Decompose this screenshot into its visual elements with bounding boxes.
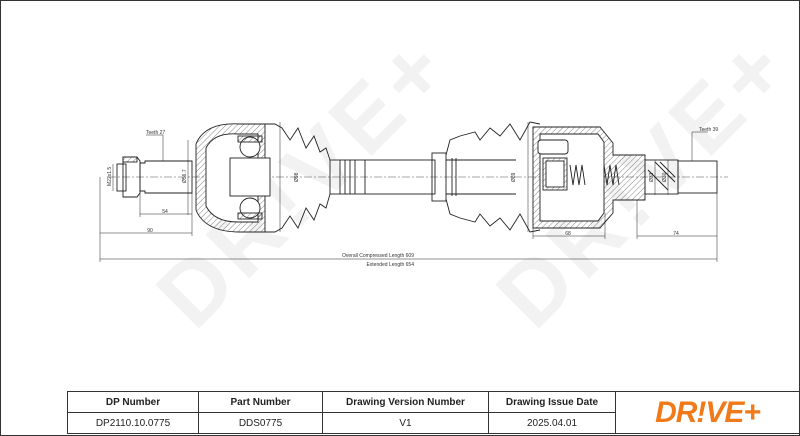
header-drawing-version: Drawing Version Number [322, 391, 489, 413]
dia-right-spline-b-label: Ø30 [662, 172, 668, 182]
dim-54: 54 [162, 209, 168, 215]
right-boot [445, 121, 541, 156]
dim-68: 68 [565, 231, 571, 237]
drive-logo: DR!VE+ [655, 395, 761, 429]
overall-length-label: Overall Compressed Length 609 [342, 253, 414, 259]
teeth-left-label: Teeth 27 [146, 130, 165, 136]
dim-90: 90 [147, 228, 153, 234]
dia-left-boot-label: Ø98 [294, 172, 300, 182]
spring [569, 164, 586, 186]
dim-74: 74 [673, 231, 679, 237]
header-part-number: Part Number [198, 391, 323, 413]
dia-left-spline-label: Ø56.7 [182, 169, 188, 183]
dia-right-spline-a-label: Ø33 [649, 172, 655, 182]
header-issue-date: Drawing Issue Date [488, 391, 616, 413]
tripod-roller [537, 139, 569, 155]
thread-label: M22x1.5 [107, 167, 113, 186]
value-dp-number: DP2110.10.0775 [67, 412, 199, 434]
logo-cell: DR!VE+ [615, 391, 800, 434]
dia-right-boot-label: Ø89 [511, 172, 517, 182]
right-stub [677, 160, 718, 194]
teeth-right-label: Teeth 39 [699, 127, 718, 133]
thread-stub [116, 163, 127, 192]
value-drawing-version: V1 [322, 412, 489, 434]
shaft [329, 159, 436, 195]
title-block: DP Number Part Number Drawing Version Nu… [67, 391, 800, 434]
header-dp-number: DP Number [67, 391, 199, 413]
value-issue-date: 2025.04.01 [488, 412, 616, 434]
value-part-number: DDS0775 [198, 412, 323, 434]
extended-length-label: Extended Length 654 [366, 262, 414, 268]
left-boot [265, 123, 331, 161]
damper-ring [431, 152, 447, 202]
drive-shaft-drawing: Teeth 27 Teeth 39 M22x1.5 Ø56.7 Ø98 Ø89 … [99, 121, 728, 268]
